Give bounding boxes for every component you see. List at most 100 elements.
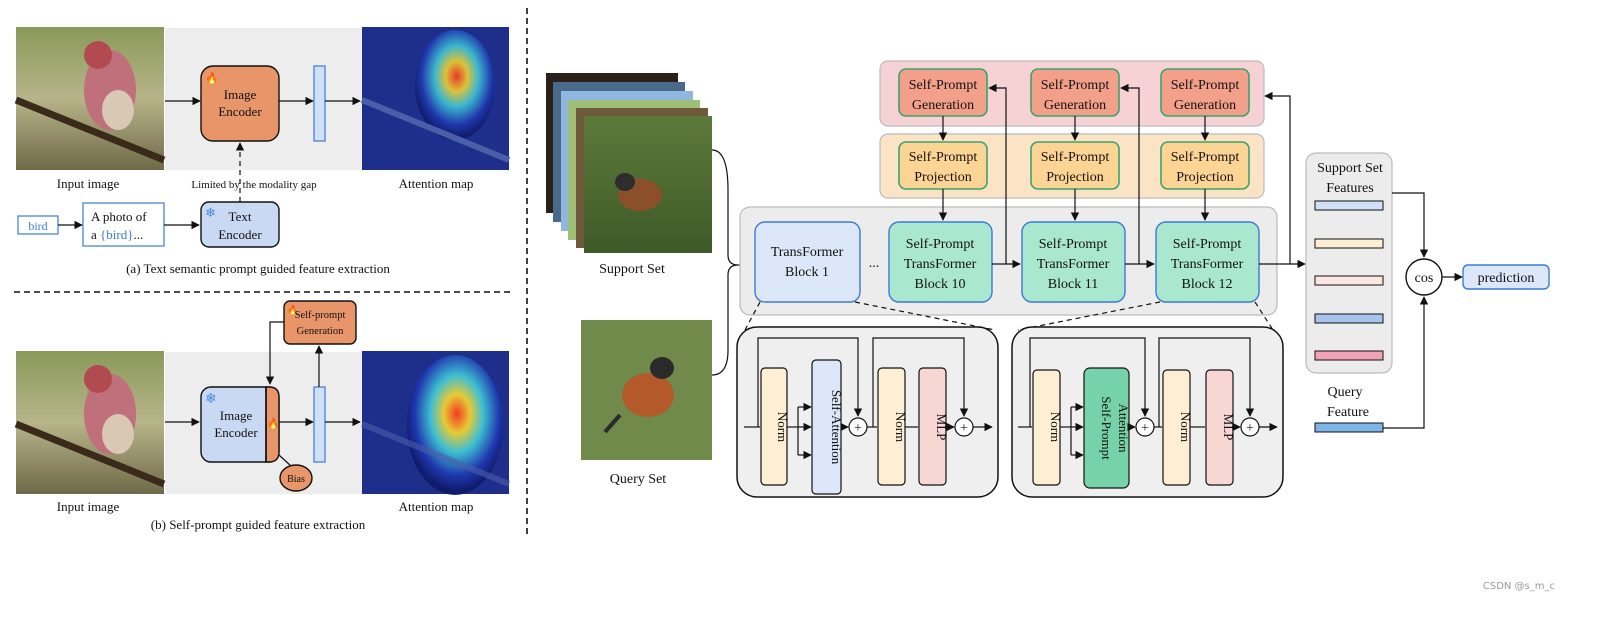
caption-a: (a) Text semantic prompt guided feature … [126, 261, 390, 276]
norm-2-label: Norm [893, 412, 908, 442]
bias-label: Bias [287, 474, 305, 485]
block11-line2: TransFormer [1037, 257, 1110, 272]
transformer-block-1 [754, 221, 861, 303]
proj-1-line1: Self-Prompt [909, 150, 978, 165]
flame-icon: 🔥 [287, 304, 298, 315]
feature-bar-a [313, 65, 326, 142]
support-feature-bar [1314, 350, 1384, 361]
attention-map-label-b: Attention map [399, 499, 474, 514]
svg-text:+: + [1246, 421, 1254, 436]
query-feature-line1: Query [1328, 385, 1363, 400]
arrow-support-to-cos [1392, 192, 1429, 258]
attention-map-label-a: Attention map [399, 176, 474, 191]
input-brace [711, 149, 739, 376]
self-prompt-gen-b-line2: Generation [297, 326, 344, 337]
panel-a: Input image 🔥 Image Encoder Attention ma… [14, 27, 511, 276]
cos-label: cos [1415, 271, 1434, 286]
self-prompt-block-12 [1155, 221, 1260, 303]
bird-tag-text: bird [28, 219, 47, 233]
support-feature-bar [1314, 275, 1384, 286]
support-feature-bar [1314, 200, 1384, 211]
gen-3-line1: Self-Prompt [1171, 78, 1240, 93]
support-features-line2: Features [1326, 181, 1373, 196]
block10-line3: Block 10 [915, 277, 966, 292]
image-encoder-b-line1: Image [220, 408, 253, 423]
feature-bar-b [313, 386, 326, 463]
text-encoder [200, 201, 280, 248]
support-features-line1: Support Set [1317, 161, 1383, 176]
gen-2-line1: Self-Prompt [1041, 78, 1110, 93]
flame-icon: 🔥 [205, 72, 219, 85]
modality-gap-label: Limited by the modality gap [191, 179, 317, 191]
proj-2-line2: Projection [1046, 170, 1104, 185]
prediction-box [1462, 264, 1550, 290]
watermark: CSDN @s_m_c [1483, 581, 1555, 592]
query-set-label: Query Set [610, 472, 666, 487]
feedback-to-gen3 [1120, 83, 1140, 264]
caption-b: (b) Self-prompt guided feature extractio… [151, 517, 366, 532]
prompt-line-2: a {bird}... [91, 227, 143, 242]
proj-3-line1: Self-Prompt [1171, 150, 1240, 165]
bird-photo [14, 27, 166, 170]
input-image-label-b: Input image [57, 499, 120, 514]
feedback-to-gen2 [988, 83, 1007, 264]
attention-heatmap [360, 27, 511, 170]
input-image-label-a: Input image [57, 176, 120, 191]
query-feature-line2: Feature [1327, 405, 1369, 420]
self-prompt-block-detail: Norm Self-Prompt Attention + Norm MLP + [1011, 326, 1284, 498]
block1-line1: TransFormer [771, 245, 844, 260]
zoom-line [1017, 301, 1161, 331]
svg-text:+: + [1141, 421, 1149, 436]
standard-block-detail: Norm Self-Attention + Norm MLP + [736, 326, 999, 498]
self-prompt-block-10 [888, 221, 993, 303]
svg-text:+: + [854, 421, 862, 436]
support-feature-bar [1314, 238, 1384, 249]
image-encoder-b-line2: Encoder [214, 425, 258, 440]
snowflake-icon: ❄ [205, 205, 216, 220]
proj-3-line2: Projection [1176, 170, 1234, 185]
block10-line1: Self-Prompt [906, 237, 975, 252]
support-feature-bar [1314, 313, 1384, 324]
arrow-gen-to-encoder-b [265, 321, 284, 385]
text-encoder-line2: Encoder [218, 227, 262, 242]
svg-text:+: + [960, 421, 968, 436]
text-encoder-line1: Text [229, 209, 252, 224]
ellipsis: ... [869, 256, 880, 271]
self-prompt-block-11 [1021, 221, 1126, 303]
feedback-to-gen-final [1264, 91, 1291, 264]
block1-line2: Block 1 [785, 265, 829, 280]
block12-line1: Self-Prompt [1173, 237, 1242, 252]
block10-line2: TransFormer [904, 257, 977, 272]
self-prompt-gen-b-line1: Self-prompt [295, 310, 346, 321]
norm-1-label: Norm [775, 412, 790, 442]
bias-node [279, 464, 313, 492]
norm-3-label: Norm [1048, 412, 1063, 442]
zoom-line [1254, 301, 1274, 331]
attention-heatmap [360, 351, 511, 495]
gen-1-line1: Self-Prompt [909, 78, 978, 93]
proj-2-line1: Self-Prompt [1041, 150, 1110, 165]
snowflake-icon: ❄ [205, 392, 217, 407]
image-encoder-a [200, 65, 280, 142]
zoom-line [854, 301, 996, 331]
query-feature-bar [1314, 422, 1384, 433]
image-encoder-a-line2: Encoder [218, 104, 262, 119]
self-attention-label: Self-Attention [829, 390, 844, 465]
panel-b: Input image 🔥 Self-prompt Generation ❄ 🔥… [14, 300, 511, 532]
robin-photo [581, 320, 712, 460]
arrow-query-to-cos [1383, 296, 1429, 429]
image-encoder-a-line1: Image [224, 87, 257, 102]
support-set-stack [546, 73, 712, 253]
gen-2-line2: Generation [1044, 98, 1106, 113]
prompt-line-1: A photo of [91, 209, 147, 224]
sp-attention-line2: Attention [1116, 403, 1131, 453]
proj-1-line2: Projection [914, 170, 972, 185]
bird-photo [14, 351, 166, 494]
transformer-band [739, 206, 1278, 316]
mlp-2-label: MLP [1221, 414, 1236, 441]
mlp-label: MLP [934, 414, 949, 441]
gen-1-line2: Generation [912, 98, 974, 113]
block12-line2: TransFormer [1171, 257, 1244, 272]
norm-4-label: Norm [1178, 412, 1193, 442]
